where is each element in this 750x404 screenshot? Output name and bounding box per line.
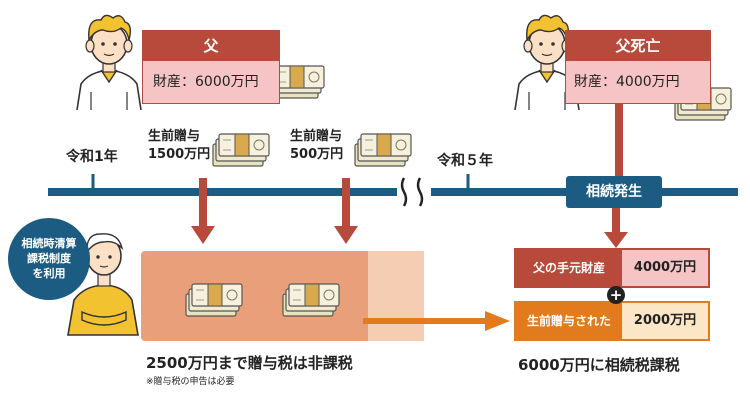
inheritance-connector [615, 104, 623, 176]
timeline-start-label: 令和1年 [66, 149, 118, 165]
father-box: 父 財産：6000万円 [142, 30, 280, 104]
gift-2-label: 生前贈与 500万円 [290, 128, 343, 164]
result-row-1-label: 父の手元財産 [516, 250, 622, 286]
gift-arrow-2-shaft [342, 178, 350, 226]
father-dead-box: 父死亡 財産：4000万円 [565, 30, 711, 104]
taxfree-band-remaining [368, 251, 424, 341]
money-icon-gift-2 [354, 133, 412, 167]
money-icon-gift-1 [212, 133, 270, 167]
result-row-2-value: 2000万円 [622, 303, 708, 339]
gift-2-amount: 500万円 [290, 147, 344, 162]
father-illustration [76, 14, 142, 111]
result-row-1: 父の手元財産 4000万円 [514, 248, 710, 288]
gift-1-label: 生前贈与 1500万円 [148, 128, 210, 164]
money-icon-band-2 [282, 283, 340, 317]
father-dead-asset-label: 財産：4000万円 [566, 61, 710, 103]
plus-icon: + [607, 286, 625, 304]
inheritance-event-badge: 相続発生 [566, 176, 662, 208]
gift-2-title: 生前贈与 [290, 129, 343, 144]
gift-arrow-2-head [334, 226, 358, 244]
money-icon-band-1 [185, 283, 243, 317]
taxfree-summary: 2500万円まで贈与税は非課税 [146, 354, 353, 372]
timeline-bar [48, 188, 738, 196]
badge-line-2: 課税制度 [27, 252, 71, 265]
gift-arrow-1-shaft [199, 178, 207, 226]
gift-arrow-1-head [191, 226, 215, 244]
father-dead-box-title: 父死亡 [566, 31, 710, 61]
taxfree-note: ※贈与税の申告は必要 [146, 377, 235, 387]
break-mark-right [416, 177, 424, 207]
result-row-2: 生前贈与された 2000万円 [514, 301, 710, 341]
son-illustration [67, 233, 139, 336]
transfer-arrow-shaft [363, 318, 487, 324]
badge-line-3: を利用 [32, 267, 66, 280]
settlement-system-badge: 相続時清算 課税制度 を利用 [8, 218, 90, 300]
break-mark-left [400, 177, 408, 207]
transfer-arrow-head [485, 311, 510, 331]
result-row-1-value: 4000万円 [622, 250, 708, 286]
timeline-end-label: 令和５年 [437, 153, 493, 169]
result-row-2-label: 生前贈与された [516, 303, 622, 339]
event-arrow-head [604, 232, 628, 248]
father-box-title: 父 [143, 31, 279, 61]
gift-1-amount: 1500万円 [148, 147, 211, 162]
result-conclusion: 6000万円に相続税課税 [518, 356, 680, 374]
father-asset-label: 財産：6000万円 [143, 61, 279, 103]
gift-1-title: 生前贈与 [148, 129, 201, 144]
badge-line-1: 相続時清算 [21, 237, 77, 250]
event-arrow-shaft [612, 208, 620, 234]
